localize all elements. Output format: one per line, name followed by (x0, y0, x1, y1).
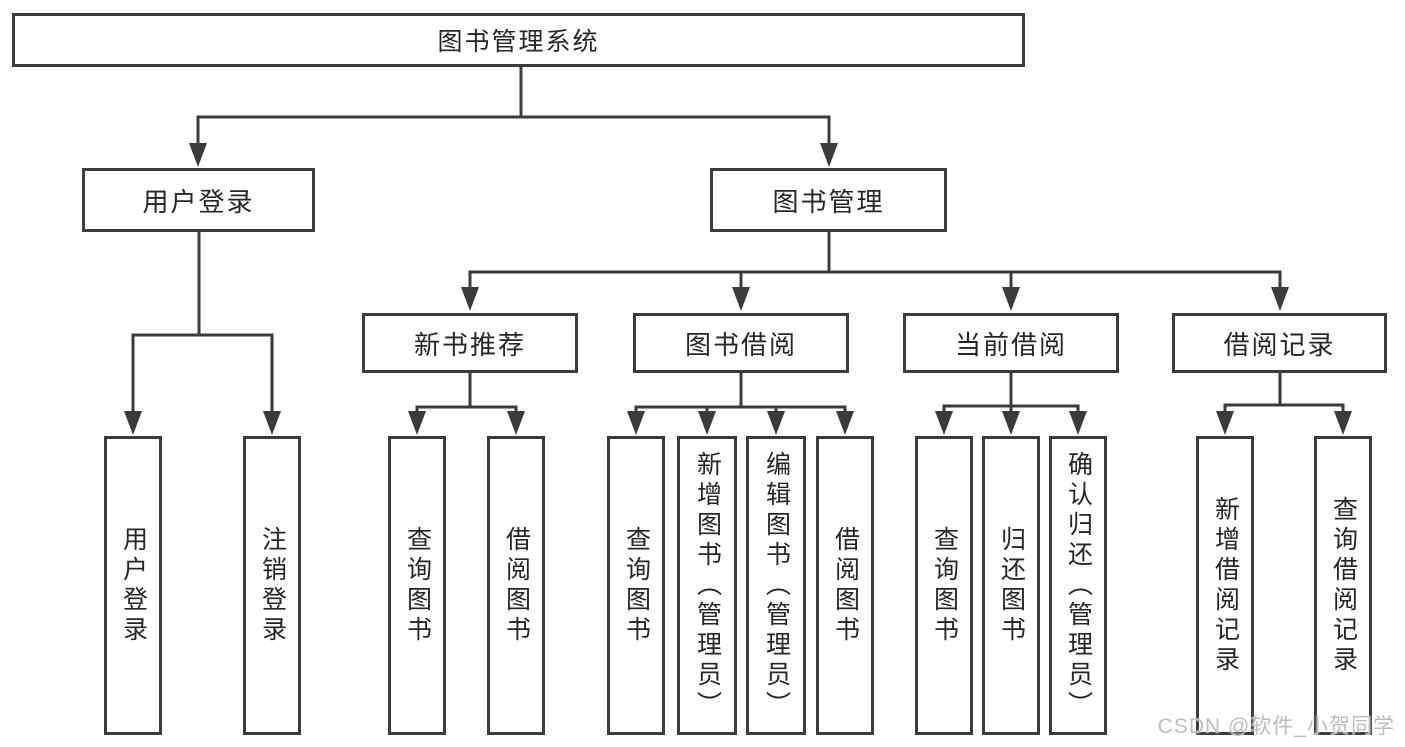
leaf-logout: 注销登录 (243, 436, 301, 735)
leaf-label: 查询图书 (930, 525, 959, 646)
leaf-label: 归还图书 (997, 525, 1026, 646)
arrowhead (189, 143, 207, 167)
node-label: 图书借阅 (684, 329, 797, 360)
leaf-return-books: 归还图书 (982, 436, 1040, 735)
leaf-borrow-books-1: 借阅图书 (487, 436, 545, 735)
node-borrowing-records: 借阅记录 (1172, 313, 1387, 373)
leaf-add-borrow-record: 新增借阅记录 (1196, 436, 1254, 735)
node-label: 新书推荐 (413, 329, 526, 360)
arrowhead (1334, 411, 1352, 435)
leaf-query-books-2: 查询图书 (607, 436, 665, 735)
leaf-label: 借阅图书 (831, 525, 860, 646)
arrowhead (627, 411, 645, 435)
node-label: 图书管理系统 (437, 28, 600, 56)
arrowhead (1216, 411, 1234, 435)
connector-newbooks-branch (415, 405, 518, 412)
node-label: 当前借阅 (954, 329, 1067, 360)
arrowhead (507, 411, 525, 435)
node-label: 图书管理 (772, 186, 885, 217)
arrowhead (124, 411, 142, 435)
connector-root-branch (196, 115, 831, 145)
node-book-borrowing: 图书借阅 (633, 313, 849, 373)
node-library-system: 图书管理系统 (12, 13, 1025, 67)
arrowhead (263, 411, 281, 435)
leaf-label: 新增图书（管理员） (693, 450, 722, 721)
leaf-confirm-return-admin: 确认归还（管理员） (1049, 436, 1107, 735)
connector-mgmt-branch (468, 270, 1282, 288)
leaf-label: 查询借阅记录 (1329, 495, 1358, 676)
watermark: CSDN @软件_小贺同学 (1157, 715, 1395, 738)
connector-records-branch (1223, 403, 1345, 412)
arrowhead (820, 143, 838, 167)
arrowhead (1002, 287, 1020, 311)
arrowhead (836, 411, 854, 435)
arrowhead (935, 411, 953, 435)
node-book-management: 图书管理 (710, 168, 947, 232)
leaf-label: 借阅图书 (502, 525, 531, 646)
leaf-query-borrow-record: 查询借阅记录 (1314, 436, 1372, 735)
connector-borrow-branch (634, 405, 847, 412)
leaf-edit-book-admin: 编辑图书（管理员） (746, 436, 806, 735)
node-new-book-recommend: 新书推荐 (362, 313, 578, 373)
leaf-label: 新增借阅记录 (1211, 495, 1240, 676)
leaf-label: 用户登录 (119, 525, 148, 646)
arrowhead (1069, 411, 1087, 435)
arrowhead (461, 287, 479, 311)
leaf-label: 编辑图书（管理员） (762, 450, 791, 721)
leaf-query-books-3: 查询图书 (915, 436, 973, 735)
leaf-borrow-books-2: 借阅图书 (816, 436, 874, 735)
node-label: 借阅记录 (1223, 329, 1336, 360)
node-user-login: 用户登录 (82, 168, 315, 232)
arrowhead (732, 287, 750, 311)
arrowhead (408, 411, 426, 435)
leaf-label: 注销登录 (258, 525, 287, 646)
arrowhead (698, 411, 716, 435)
node-current-borrowing: 当前借阅 (903, 313, 1119, 373)
leaf-user-login: 用户登录 (104, 436, 162, 735)
leaf-label: 确认归还（管理员） (1064, 450, 1093, 721)
arrowhead (1002, 411, 1020, 435)
leaf-add-book-admin: 新增图书（管理员） (677, 436, 737, 735)
connector-login-branch (131, 333, 274, 412)
leaf-label: 查询图书 (403, 525, 432, 646)
leaf-query-books-1: 查询图书 (388, 436, 446, 735)
node-label: 用户登录 (142, 186, 255, 217)
arrowhead (767, 411, 785, 435)
leaf-label: 查询图书 (622, 525, 651, 646)
arrowhead (1271, 287, 1289, 311)
